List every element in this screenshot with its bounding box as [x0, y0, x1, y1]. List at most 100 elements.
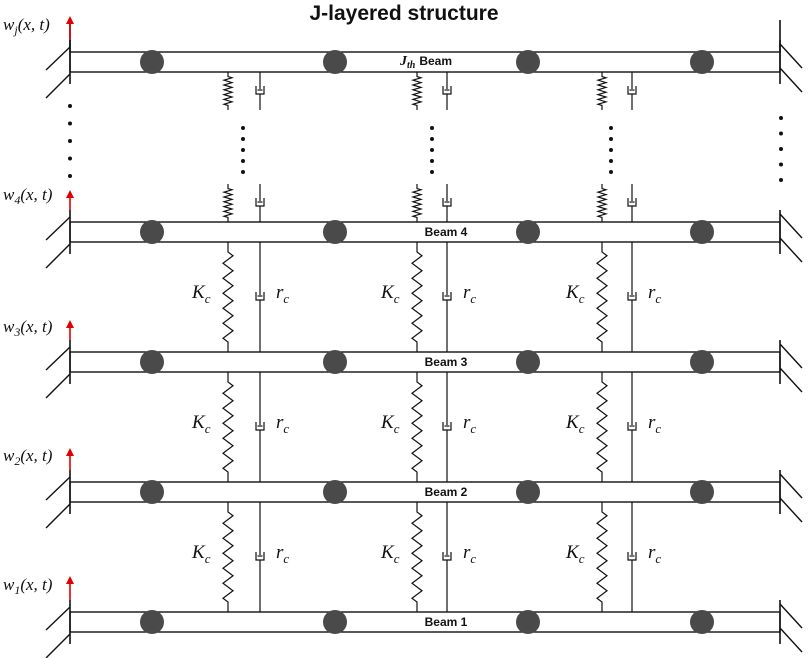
ellipsis-dot	[430, 159, 434, 163]
wall-hatch	[45, 346, 71, 371]
spring	[596, 502, 608, 612]
wall-hatch	[779, 43, 803, 69]
ellipsis-dot	[430, 126, 434, 130]
lumped-mass	[140, 350, 164, 374]
stiffness-label-main: K	[380, 412, 395, 433]
w-args: (x, t)	[20, 317, 52, 336]
damping-label: rc	[648, 412, 661, 436]
w-subscript: 3	[13, 325, 20, 339]
beam-jth-sub: th	[407, 60, 416, 71]
damping-label-main: r	[648, 412, 656, 433]
damping-label-sub: c	[283, 291, 289, 306]
wall-hatch	[45, 46, 71, 71]
stiffness-label-sub: c	[394, 291, 400, 306]
lumped-mass	[516, 610, 540, 634]
wall-hatch	[45, 373, 71, 399]
ellipsis-dot	[609, 126, 613, 130]
lumped-mass	[323, 480, 347, 504]
lumped-mass	[323, 220, 347, 244]
ellipsis-dot	[430, 137, 434, 141]
stiffness-label-main: K	[565, 542, 580, 563]
stiffness-label-sub: c	[579, 551, 585, 566]
damping-label-sub: c	[470, 421, 476, 436]
displacement-arrow-head	[66, 190, 74, 198]
spring	[411, 372, 423, 482]
stiffness-label-main: K	[565, 412, 580, 433]
damping-label: rc	[463, 282, 476, 306]
w-symbol: w	[3, 575, 15, 594]
ellipsis-dot	[241, 170, 245, 174]
lumped-mass	[140, 480, 164, 504]
damping-label: rc	[276, 412, 289, 436]
ellipsis-dot	[430, 170, 434, 174]
structure	[45, 16, 803, 658]
wall-hatch	[45, 243, 71, 269]
lumped-mass	[516, 50, 540, 74]
wall-hatch	[45, 73, 71, 99]
ellipsis-dot	[779, 178, 783, 182]
stiffness-label-sub: c	[394, 551, 400, 566]
lumped-mass	[690, 610, 714, 634]
spring	[222, 372, 234, 482]
damping-label: rc	[648, 282, 661, 306]
w-subscript: 1	[14, 583, 20, 597]
wall-hatch	[779, 237, 803, 263]
damping-label: rc	[276, 542, 289, 566]
damping-label: rc	[463, 542, 476, 566]
ellipsis-dot	[779, 147, 783, 151]
spring	[595, 72, 609, 110]
spring	[595, 184, 609, 222]
wall-hatch	[779, 213, 803, 239]
wall-hatch	[779, 343, 803, 369]
ellipsis-dot	[68, 139, 72, 143]
lumped-mass	[690, 480, 714, 504]
spring	[222, 502, 234, 612]
wall-hatch	[45, 633, 71, 658]
damping-label-sub: c	[655, 551, 661, 566]
ellipsis-dot	[241, 148, 245, 152]
spring	[221, 72, 235, 110]
beam-jth-symbol: J	[399, 54, 408, 69]
stiffness-label: Kc	[565, 412, 585, 436]
ellipsis-dot	[241, 126, 245, 130]
ellipsis-dot	[68, 156, 72, 161]
w-symbol: w	[3, 317, 15, 336]
damping-label-sub: c	[283, 551, 289, 566]
wall-hatch	[45, 503, 71, 529]
ellipsis-dot	[609, 159, 613, 163]
stiffness-label-sub: c	[579, 421, 585, 436]
w-symbol: w	[3, 446, 15, 465]
damping-label-sub: c	[470, 291, 476, 306]
stiffness-label-sub: c	[205, 291, 211, 306]
damping-label: rc	[276, 282, 289, 306]
w-subscript: j	[12, 23, 18, 37]
displacement-label-w-4: w4(x, t)	[3, 185, 53, 207]
ellipsis-dot	[779, 131, 783, 136]
w-args: (x, t)	[18, 15, 50, 34]
w-args: (x, t)	[20, 185, 52, 204]
w-args: (x, t)	[20, 575, 52, 594]
w-symbol: w	[3, 185, 15, 204]
wall-hatch	[45, 216, 71, 241]
damping-label: rc	[463, 412, 476, 436]
damping-label-main: r	[276, 542, 284, 563]
lumped-mass	[516, 220, 540, 244]
spring	[596, 242, 608, 352]
ellipsis-dot	[609, 137, 613, 141]
displacement-arrow-head	[66, 576, 74, 584]
ellipsis-dot	[241, 137, 245, 141]
damping-label-sub: c	[655, 291, 661, 306]
wall-hatch	[779, 627, 803, 653]
stiffness-label-sub: c	[205, 421, 211, 436]
wall-hatch	[779, 67, 803, 93]
wall-hatch	[779, 367, 803, 393]
stiffness-label: Kc	[380, 412, 400, 436]
damping-label-main: r	[463, 282, 471, 303]
wall-hatch	[779, 603, 803, 629]
stiffness-label-main: K	[191, 542, 206, 563]
stiffness-label-sub: c	[205, 551, 211, 566]
beam-jth-word: Beam	[419, 54, 452, 68]
lumped-mass	[516, 350, 540, 374]
stiffness-label: Kc	[191, 412, 211, 436]
